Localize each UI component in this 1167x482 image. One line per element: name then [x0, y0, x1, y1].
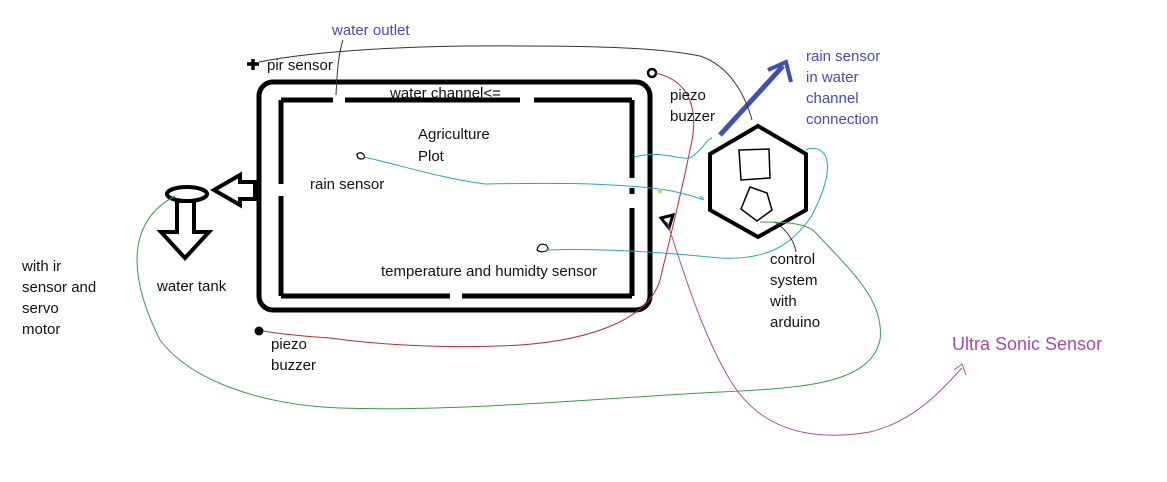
rain-connection-arrow [718, 64, 785, 137]
label-rain-connection-1: rain sensor [806, 48, 881, 65]
rain-sensor-icon [356, 152, 366, 160]
arduino-chip-bottom [740, 186, 773, 222]
label-agriculture-plot-1: Agriculture [418, 126, 490, 143]
arduino-hexagon [708, 123, 808, 240]
pir-sensor-icon [247, 59, 259, 70]
label-ir-servo-1: with ir [22, 258, 62, 275]
label-control-system-3: with [770, 293, 797, 310]
label-ultrasonic-sensor: Ultra Sonic Sensor [952, 334, 1103, 354]
wire-purple [666, 221, 963, 436]
label-control-system-2: system [770, 272, 818, 289]
label-rain-connection-2: in water [806, 69, 859, 86]
label-rain-connection-3: channel [806, 90, 859, 107]
label-ir-servo-4: motor [22, 321, 61, 338]
arduino-chip-top [738, 148, 771, 181]
temperature-humidity-sensor-icon [536, 243, 549, 253]
label-piezo-buzzer-top-1: piezo [670, 87, 706, 104]
wire-cyan-temp [545, 147, 828, 259]
water-tank-top [165, 185, 209, 203]
wire-cyan-top [633, 137, 713, 159]
wire-purple-arrowhead [953, 363, 967, 376]
label-agriculture-plot-2: Plot [418, 148, 444, 165]
piezo-buzzer-top-icon [646, 67, 658, 79]
wire-cyan-rain [363, 156, 705, 201]
label-water-channel: water channel<= [390, 85, 501, 102]
wire-control-pointer [774, 221, 797, 253]
label-piezo-buzzer-bottom-2: buzzer [271, 357, 317, 374]
wire-green [136, 195, 881, 410]
label-piezo-buzzer-bottom-1: piezo [271, 336, 307, 353]
plot-inner-border [278, 97, 635, 299]
label-rain-sensor: rain sensor [310, 176, 385, 193]
wire-red [262, 72, 695, 348]
label-temperature-humidity-sensor: temperature and humidty sensor [381, 263, 597, 280]
label-control-system-4: arduino [770, 314, 821, 331]
piezo-buzzer-bottom-icon [254, 326, 264, 336]
label-ir-servo-2: sensor and [22, 279, 97, 296]
label-control-system-1: control [770, 251, 816, 268]
outlet-arrow [209, 171, 257, 209]
water-tank-arrow [156, 199, 214, 261]
label-water-outlet: water outlet [332, 22, 410, 39]
ultrasonic-connector-icon [658, 212, 676, 232]
wire-black [258, 45, 753, 121]
wire-water-outlet-line [335, 39, 344, 96]
label-ir-servo-3: servo [22, 300, 59, 317]
label-pir-sensor: pir sensor [267, 57, 333, 74]
label-water-tank: water tank [157, 278, 227, 295]
plot-outer-border [256, 79, 653, 313]
wire-junction [657, 188, 663, 194]
label-rain-connection-4: connection [806, 111, 879, 128]
label-piezo-buzzer-top-2: buzzer [670, 108, 716, 125]
rain-connection-arrowhead [767, 59, 793, 83]
